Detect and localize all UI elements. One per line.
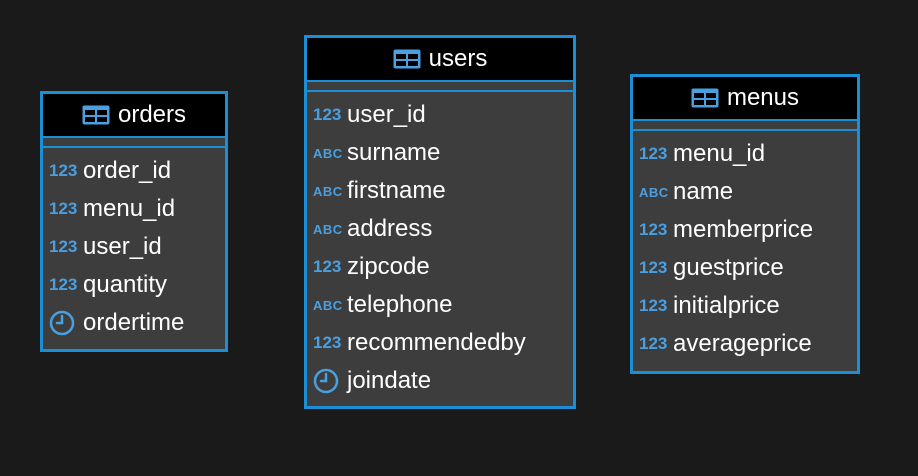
table-header[interactable]: menus	[633, 77, 857, 121]
column-row[interactable]: ABC telephone	[307, 286, 573, 324]
column-row[interactable]: ABC name	[633, 173, 857, 211]
column-name: memberprice	[673, 216, 814, 243]
column-name: recommendedby	[347, 329, 526, 356]
column-name: menu_id	[83, 195, 176, 222]
numeric-type-icon: 123	[313, 257, 342, 276]
column-name: name	[673, 178, 734, 205]
column-name: user_id	[347, 101, 426, 128]
numeric-type-icon: 123	[639, 220, 668, 239]
text-type-icon: ABC	[313, 221, 343, 237]
column-row[interactable]: joindate	[307, 362, 573, 400]
column-row[interactable]: 123 user_id	[307, 96, 573, 134]
column-row[interactable]: ordertime	[43, 304, 225, 342]
numeric-type-icon: 123	[49, 275, 78, 294]
column-name: guestprice	[673, 254, 784, 281]
column-row[interactable]: 123 order_id	[43, 152, 225, 190]
column-row[interactable]: 123 initialprice	[633, 287, 857, 325]
column-name: telephone	[347, 291, 453, 318]
column-row[interactable]: 123 guestprice	[633, 249, 857, 287]
column-row[interactable]: 123 user_id	[43, 228, 225, 266]
column-name: order_id	[83, 157, 172, 184]
column-row[interactable]: 123 zipcode	[307, 248, 573, 286]
text-type-icon: ABC	[313, 297, 343, 313]
numeric-type-icon: 123	[313, 105, 342, 124]
column-row[interactable]: 123 menu_id	[633, 135, 857, 173]
column-name: quantity	[83, 271, 168, 298]
table-orders[interactable]: orders 123 order_id 123 menu_id 123 user…	[40, 91, 228, 352]
numeric-type-icon: 123	[49, 161, 78, 180]
header-divider	[633, 121, 857, 131]
clock-icon	[49, 310, 83, 336]
table-header[interactable]: orders	[43, 94, 225, 138]
text-type-icon: ABC	[313, 145, 343, 161]
header-divider	[43, 138, 225, 148]
numeric-type-icon: 123	[49, 237, 78, 256]
numeric-type-icon: 123	[313, 333, 342, 352]
column-name: firstname	[347, 177, 446, 204]
table-icon	[393, 49, 421, 69]
table-users[interactable]: users 123 user_id ABC surname ABC firstn…	[304, 35, 576, 409]
text-type-icon: ABC	[313, 183, 343, 199]
column-row[interactable]: 123 averageprice	[633, 325, 857, 363]
clock-icon	[313, 368, 347, 394]
numeric-type-icon: 123	[49, 199, 78, 218]
column-row[interactable]: ABC surname	[307, 134, 573, 172]
numeric-type-icon: 123	[639, 258, 668, 277]
column-list: 123 user_id ABC surname ABC firstname AB…	[307, 92, 573, 400]
column-row[interactable]: ABC firstname	[307, 172, 573, 210]
text-type-icon: ABC	[639, 184, 669, 200]
column-row[interactable]: 123 memberprice	[633, 211, 857, 249]
table-title: orders	[117, 101, 187, 128]
column-name: ordertime	[83, 309, 185, 336]
column-name: initialprice	[673, 292, 780, 319]
column-name: menu_id	[673, 140, 766, 167]
column-row[interactable]: 123 recommendedby	[307, 324, 573, 362]
numeric-type-icon: 123	[639, 334, 668, 353]
table-menus[interactable]: menus 123 menu_id ABC name 123 memberpri…	[630, 74, 860, 374]
numeric-type-icon: 123	[639, 296, 668, 315]
numeric-type-icon: 123	[639, 144, 668, 163]
column-row[interactable]: ABC address	[307, 210, 573, 248]
column-list: 123 order_id 123 menu_id 123 user_id 123…	[43, 148, 225, 342]
column-name: surname	[347, 139, 441, 166]
column-name: averageprice	[673, 330, 812, 357]
column-name: address	[347, 215, 433, 242]
column-name: zipcode	[347, 253, 430, 280]
column-list: 123 menu_id ABC name 123 memberprice 123…	[633, 131, 857, 363]
table-icon	[82, 105, 110, 125]
column-name: user_id	[83, 233, 162, 260]
table-icon	[691, 88, 719, 108]
table-title: menus	[726, 84, 800, 111]
table-header[interactable]: users	[307, 38, 573, 82]
table-title: users	[428, 45, 488, 72]
column-row[interactable]: 123 menu_id	[43, 190, 225, 228]
header-divider	[307, 82, 573, 92]
column-name: joindate	[347, 367, 432, 394]
column-row[interactable]: 123 quantity	[43, 266, 225, 304]
